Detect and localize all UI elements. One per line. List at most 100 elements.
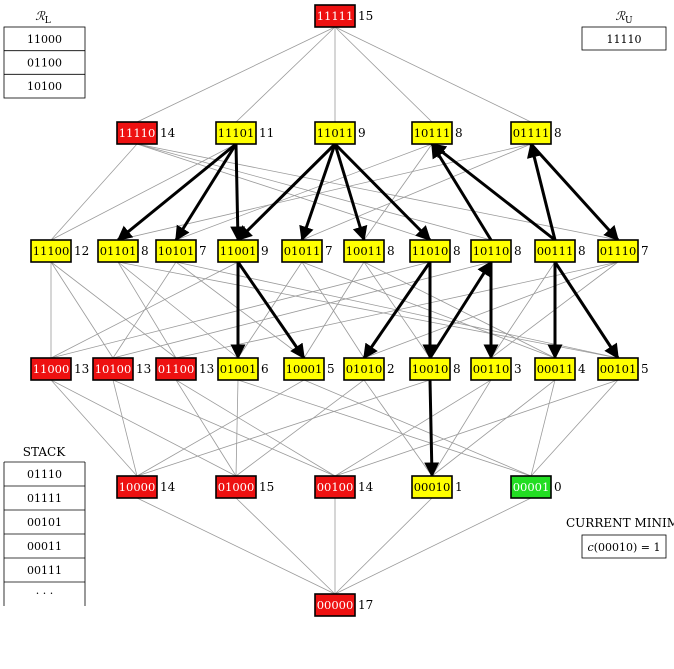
node-box: [343, 239, 385, 263]
lattice-edges: [50, 26, 619, 595]
lattice-edge: [237, 379, 532, 477]
node-id-label: 10100: [95, 362, 132, 376]
search-arrow: [333, 143, 368, 242]
search-arrow: [299, 143, 337, 242]
stack-panel: STACK 01110 01111 00101 00011 00111 · · …: [3, 445, 86, 606]
search-arrow: [362, 261, 432, 360]
search-arrow: [553, 261, 620, 360]
node-id-label: 10000: [119, 480, 156, 494]
stack-item: 00111: [27, 564, 62, 577]
lattice-edge: [235, 379, 365, 477]
ru-panel: ℛU 11110: [581, 9, 667, 51]
lattice-edge: [50, 143, 138, 241]
node-cost-label: 1: [455, 480, 463, 494]
node-cost-label: 13: [136, 362, 151, 376]
node-id-label: 01010: [346, 362, 383, 376]
ru-panel-title: ℛU: [615, 9, 633, 26]
node-box: [215, 121, 257, 145]
node-cost-label: 7: [325, 244, 333, 258]
lattice-edge: [303, 379, 532, 477]
stack-item: 01110: [27, 468, 62, 481]
node-box: [510, 475, 552, 499]
rl-item: 11000: [27, 33, 62, 46]
lattice-edge: [112, 379, 336, 477]
node-cost-label: 9: [261, 244, 269, 258]
search-arrow: [230, 143, 246, 242]
node-id-label: 01001: [220, 362, 257, 376]
node-id-label: 00000: [317, 598, 354, 612]
node-id-label: 00011: [537, 362, 574, 376]
lattice-edge: [175, 379, 336, 477]
lattice-edge: [334, 497, 532, 595]
lattice-edge: [50, 261, 239, 359]
node-cost-label: 9: [358, 126, 366, 140]
node-cost-label: 15: [259, 480, 274, 494]
node-box: [409, 357, 451, 381]
lattice-edge: [431, 379, 556, 477]
node-cost-label: 5: [327, 362, 335, 376]
lattice-edge: [136, 379, 305, 477]
node-cost-label: 12: [74, 244, 89, 258]
node-cost-label: 7: [641, 244, 649, 258]
lattice-edge: [117, 261, 239, 359]
node-box: [470, 357, 512, 381]
node-box: [314, 475, 356, 499]
lattice-edge: [175, 143, 433, 241]
node-id-label: 01100: [158, 362, 195, 376]
node-id-label: 10101: [158, 244, 195, 258]
lattice-edge: [175, 379, 237, 477]
node-cost-label: 15: [358, 9, 373, 23]
search-arrow: [236, 142, 337, 242]
node-id-label: 01011: [284, 244, 321, 258]
node-cost-label: 8: [578, 244, 586, 258]
node-id-label: 11110: [119, 126, 156, 140]
lattice-edge: [112, 379, 138, 477]
node-id-label: 00100: [317, 480, 354, 494]
lattice-edge: [50, 261, 431, 359]
lattice-edge: [50, 143, 237, 241]
node-box: [534, 239, 576, 263]
lattice-edge: [301, 143, 532, 241]
lattice-edge: [334, 26, 433, 123]
node-id-label: 10011: [346, 244, 383, 258]
node-id-label: 10110: [473, 244, 510, 258]
lattice-edge: [334, 379, 619, 477]
node-cost-label: 14: [358, 480, 374, 494]
lattice-edge: [530, 379, 556, 477]
lattice-edge: [334, 497, 433, 595]
search-arrow: [424, 379, 440, 478]
node-id-label: 00110: [473, 362, 510, 376]
node-box: [217, 357, 259, 381]
node-box: [30, 357, 72, 381]
node-box: [30, 239, 72, 263]
node-box: [116, 121, 158, 145]
node-cost-label: 5: [641, 362, 649, 376]
node-box: [155, 357, 197, 381]
lattice-edge: [490, 261, 556, 359]
node-cost-label: 8: [453, 362, 461, 376]
node-box: [597, 239, 639, 263]
node-box: [470, 239, 512, 263]
node-cost-label: 8: [141, 244, 149, 258]
